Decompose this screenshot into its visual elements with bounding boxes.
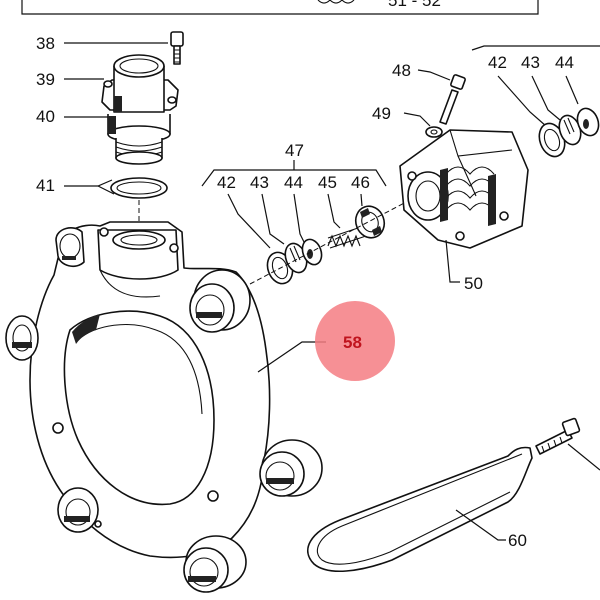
callout-49: 49 (372, 104, 391, 123)
callout-40: 40 (36, 107, 55, 126)
part-44-valve-left (301, 238, 323, 266)
callout-39: 39 (36, 70, 55, 89)
part-41-o-ring (110, 177, 168, 199)
callout-45: 45 (318, 173, 337, 192)
housing-lug-left (5, 315, 39, 361)
part-60-strap (307, 417, 581, 573)
callout-44-left: 44 (284, 173, 303, 192)
part-49-washer (425, 126, 443, 138)
top-inset-box: 51 - 52 (21, 0, 539, 15)
housing-lug-bottom (183, 535, 247, 593)
callout-47: 47 (285, 141, 304, 160)
part-50-pump-head (399, 129, 529, 249)
callout-50: 50 (464, 274, 483, 293)
callout-60: 60 (508, 531, 527, 550)
callout-41: 41 (36, 176, 55, 195)
callout-43-left: 43 (250, 173, 269, 192)
callout-43-right: 43 (521, 53, 540, 72)
housing-lug-right-bottom (259, 439, 323, 497)
callout-58[interactable]: 58 (343, 333, 362, 352)
housing-lug-right-top (189, 269, 251, 333)
callout-46: 46 (351, 173, 370, 192)
callout-44-right: 44 (555, 53, 574, 72)
callout-42-right: 42 (488, 53, 507, 72)
part-39-flange-pipe (101, 54, 179, 113)
part-48-screw (439, 74, 466, 125)
callout-38: 38 (36, 34, 55, 53)
callout-top: 51 - 52 (388, 0, 441, 10)
housing-lug-top-left (55, 227, 85, 268)
housing-lug-bottom-left (57, 487, 99, 533)
callout-58-highlight[interactable] (315, 301, 395, 381)
callout-48: 48 (392, 61, 411, 80)
part-44-valve-right (576, 107, 600, 137)
part-40-threaded-body (107, 114, 171, 165)
part-58-housing (5, 221, 323, 593)
part-46-valve-cage (354, 205, 386, 239)
part-38-screw (170, 31, 184, 65)
callout-42-left: 42 (217, 173, 236, 192)
